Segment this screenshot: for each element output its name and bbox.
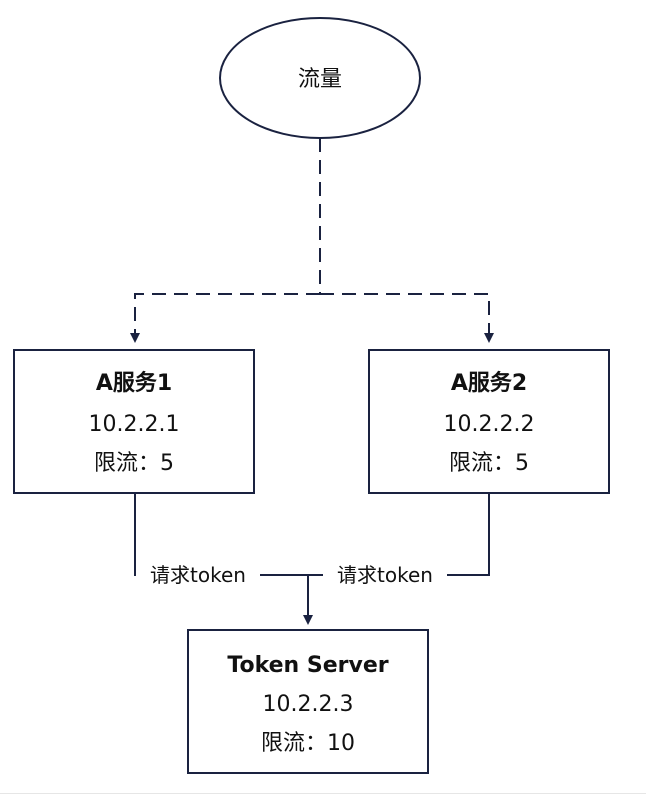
service-1-limit: 限流：5	[94, 451, 174, 476]
traffic-branch-right	[320, 293, 494, 343]
service-2-node: A服务2 10.2.2.2 限流：5	[368, 349, 610, 494]
service-1-ip: 10.2.2.1	[89, 412, 180, 437]
service-1-node: A服务1 10.2.2.1 限流：5	[13, 349, 255, 494]
service-2-request-label-group: 请求token	[323, 562, 447, 588]
service-2-ip: 10.2.2.2	[444, 412, 535, 437]
token-server-limit: 限流：10	[261, 731, 355, 756]
service-1-title: A服务1	[96, 371, 172, 396]
bottom-divider	[0, 793, 646, 794]
token-server-title: Token Server	[227, 653, 388, 678]
traffic-label: 流量	[298, 67, 342, 92]
service-1-box	[13, 349, 255, 494]
service-2-request-label: 请求token	[337, 563, 433, 587]
traffic-split-connector	[130, 138, 494, 343]
token-server-node: Token Server 10.2.2.3 限流：10	[187, 629, 429, 774]
service-1-request-label-bg	[136, 562, 260, 588]
traffic-node: 流量	[219, 17, 421, 139]
service-1-request-label-group: 请求token	[136, 562, 260, 588]
service-2-box	[368, 349, 610, 494]
service-1-request-label: 请求token	[150, 563, 246, 587]
service-2-title: A服务2	[451, 371, 527, 396]
token-server-ip: 10.2.2.3	[263, 692, 354, 717]
token-server-box	[187, 629, 429, 774]
token-request-connectors	[134, 493, 490, 625]
service-2-request-label-bg	[323, 562, 447, 588]
traffic-branch-left	[130, 293, 320, 343]
service-2-limit: 限流：5	[449, 451, 529, 476]
